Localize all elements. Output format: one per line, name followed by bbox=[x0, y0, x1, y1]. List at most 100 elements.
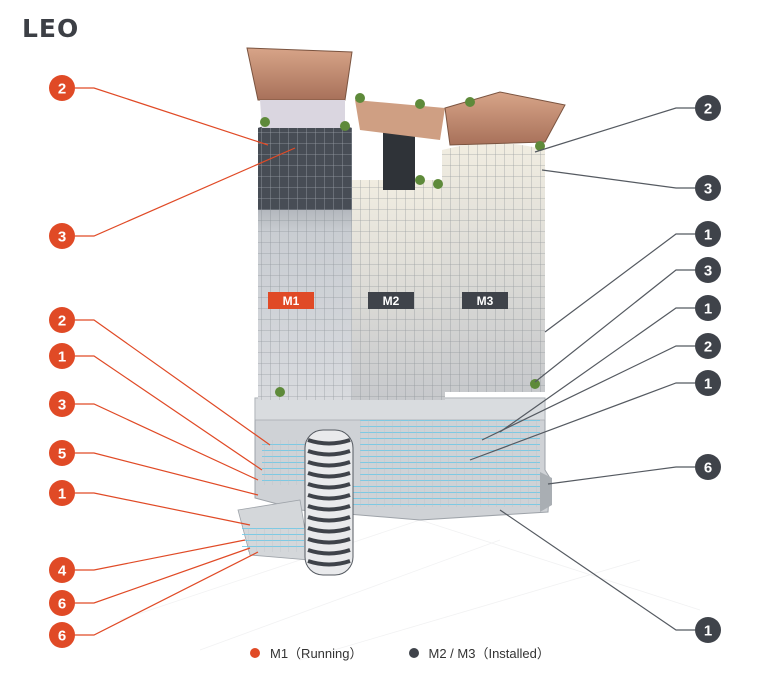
marker-number: 1 bbox=[58, 486, 66, 503]
leo-logo: LEO bbox=[22, 14, 80, 43]
leader-line-left bbox=[75, 87, 269, 146]
left-marker-1: 2 bbox=[49, 75, 75, 101]
left-marker-5: 3 bbox=[49, 391, 75, 417]
right-marker-6: 2 bbox=[695, 333, 721, 359]
marker-number: 3 bbox=[58, 229, 66, 246]
marker-circle bbox=[695, 95, 721, 121]
marker-circle bbox=[49, 391, 75, 417]
legend-running-label: M1（Running） bbox=[270, 646, 363, 661]
leader-line-left bbox=[75, 452, 259, 496]
tower-label-m2: M2 bbox=[368, 292, 414, 309]
leader-lines bbox=[75, 87, 695, 636]
tower-m3-body bbox=[442, 143, 545, 392]
marker-circle bbox=[49, 440, 75, 466]
marker-circle bbox=[695, 175, 721, 201]
marker-circle bbox=[695, 221, 721, 247]
tower-m2-body bbox=[350, 120, 445, 400]
left-marker-2: 3 bbox=[49, 223, 75, 249]
leader-line-left bbox=[75, 492, 251, 526]
marker-circle bbox=[49, 622, 75, 648]
marker-number: 2 bbox=[58, 313, 66, 330]
left-marker-7: 1 bbox=[49, 480, 75, 506]
floor-grid bbox=[119, 519, 701, 661]
left-marker-9: 6 bbox=[49, 590, 75, 616]
marker-circle bbox=[49, 590, 75, 616]
installed-dot-icon bbox=[408, 647, 419, 658]
left-marker-10: 6 bbox=[49, 622, 75, 648]
leader-line-left bbox=[75, 403, 259, 481]
right-marker-4: 3 bbox=[695, 257, 721, 283]
leader-line-left bbox=[75, 355, 263, 471]
right-marker-5: 1 bbox=[695, 295, 721, 321]
leader-line-right bbox=[481, 345, 695, 441]
leader-line-right bbox=[534, 107, 695, 153]
ramp-stripe bbox=[307, 460, 351, 468]
marker-circle bbox=[49, 223, 75, 249]
running-dot-icon bbox=[250, 647, 260, 658]
marker-number: 4 bbox=[58, 563, 67, 580]
marker-circle bbox=[49, 75, 75, 101]
podium bbox=[237, 397, 552, 561]
marker-circle bbox=[49, 557, 75, 583]
ramp-stripe bbox=[307, 471, 351, 479]
tower-label-bg bbox=[462, 292, 508, 309]
tower-label-text: M1 bbox=[283, 294, 300, 308]
leader-line-right bbox=[469, 382, 695, 461]
marker-number: 6 bbox=[704, 460, 712, 477]
ramp-stripe bbox=[307, 493, 351, 501]
tower-label-bg bbox=[368, 292, 414, 309]
marker-circle bbox=[49, 480, 75, 506]
left-marker-3: 2 bbox=[49, 307, 75, 333]
marker-number: 1 bbox=[704, 376, 712, 393]
leader-line-left bbox=[75, 551, 259, 636]
ramp-stripe bbox=[307, 449, 351, 457]
tower-label-bg bbox=[268, 292, 314, 309]
marker-number: 3 bbox=[704, 263, 712, 280]
legend: M1（Running） M2 / M3（Installed） bbox=[250, 643, 550, 662]
marker-circle bbox=[695, 333, 721, 359]
marker-number: 2 bbox=[704, 101, 712, 118]
right-marker-9: 1 bbox=[695, 617, 721, 643]
leader-line-left bbox=[75, 539, 246, 571]
tower-label-text: M3 bbox=[477, 294, 494, 308]
left-marker-8: 4 bbox=[49, 557, 75, 583]
leader-line-right bbox=[541, 169, 695, 189]
right-marker-2: 3 bbox=[695, 175, 721, 201]
spiral-ramp bbox=[304, 429, 354, 576]
rooftop-structures bbox=[246, 47, 566, 397]
marker-number: 6 bbox=[58, 628, 66, 645]
marker-number: 2 bbox=[704, 339, 712, 356]
marker-number: 1 bbox=[704, 227, 712, 244]
ramp-stripe bbox=[307, 438, 351, 446]
marker-circle bbox=[695, 257, 721, 283]
leader-line-right bbox=[499, 509, 695, 631]
ramp-stripe bbox=[307, 515, 351, 523]
left-marker-4: 1 bbox=[49, 343, 75, 369]
marker-number: 3 bbox=[704, 181, 712, 198]
marker-circle bbox=[49, 307, 75, 333]
marker-number: 1 bbox=[704, 301, 712, 318]
ramp-stripe bbox=[307, 526, 351, 534]
right-marker-7: 1 bbox=[695, 370, 721, 396]
right-marker-3: 1 bbox=[695, 221, 721, 247]
legend-installed-label: M2 / M3（Installed） bbox=[428, 646, 550, 661]
leader-line-left bbox=[75, 547, 251, 604]
right-marker-8: 6 bbox=[695, 454, 721, 480]
tower-label-m1: M1 bbox=[268, 292, 314, 309]
marker-number: 1 bbox=[704, 623, 712, 640]
leader-line-right bbox=[547, 466, 695, 485]
marker-circle bbox=[49, 343, 75, 369]
ramp-stripe bbox=[307, 559, 351, 567]
marker-circle bbox=[695, 454, 721, 480]
leader-line-right bbox=[544, 233, 695, 333]
ramp-stripe bbox=[307, 548, 351, 556]
leader-line-left bbox=[75, 147, 296, 237]
right-marker-1: 2 bbox=[695, 95, 721, 121]
ramp-stripe bbox=[307, 504, 351, 512]
tower-label-text: M2 bbox=[383, 294, 400, 308]
marker-number: 6 bbox=[58, 596, 66, 613]
marker-circle bbox=[695, 617, 721, 643]
